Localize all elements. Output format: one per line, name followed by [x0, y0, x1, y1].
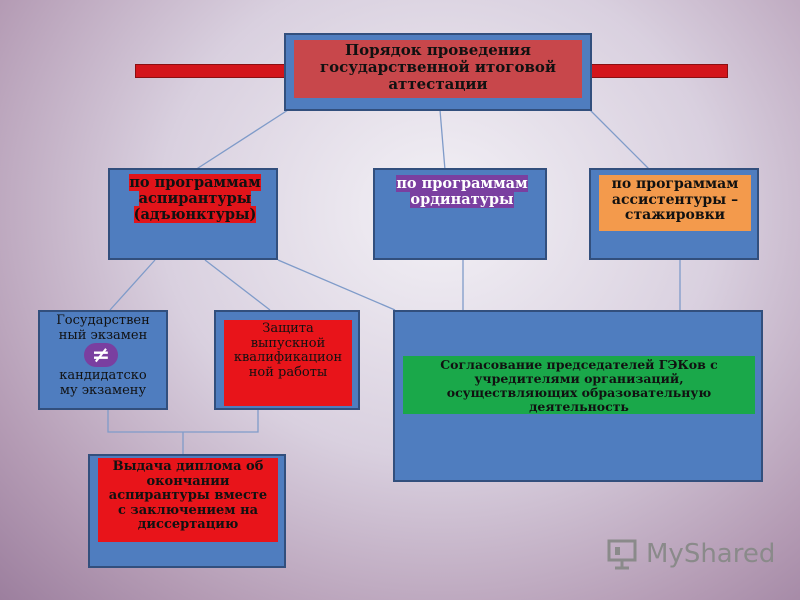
step-defense-line-1: Защита [262, 321, 314, 336]
branch-aspirantura-line-1: по программам [129, 174, 261, 191]
watermark-text: MyShared [646, 539, 776, 569]
title-line-2: государственной итоговой [319, 57, 556, 76]
branch-assistentura-line-1: по программам [611, 176, 739, 192]
branch-assistentura-label: по программам ассистентуры – стажировки [599, 175, 751, 231]
connector-exam-defense-bracket [107, 410, 259, 433]
branch-assistentura-line-3: стажировки [624, 207, 726, 224]
title-label: Порядок проведения государственной итого… [294, 40, 582, 98]
branch-aspirantura-label: по программам аспирантуры (адъюнктуры) [122, 174, 268, 224]
step-diploma-box: Выдача диплома об окончании аспирантуры … [88, 454, 286, 568]
title-box: Порядок проведения государственной итого… [284, 33, 592, 111]
presentation-board-icon [607, 539, 637, 570]
step-approval-box: Согласование председателей ГЭКов с учред… [393, 310, 763, 482]
step-exam-line-4: му экзамену [59, 382, 147, 398]
step-diploma-line-4: с заключением на [117, 502, 259, 518]
step-exam-line-1: Государствен [56, 313, 150, 328]
step-diploma-line-1: Выдача диплома об [112, 459, 264, 474]
branch-ordinatura-line-2: ординатуры [410, 191, 514, 209]
step-defense-box: Защита выпускной квалификацион ной работ… [214, 310, 360, 410]
title-line-1: Порядок проведения [345, 41, 531, 59]
branch-ordinatura-line-1: по программам [396, 175, 528, 192]
branch-ordinatura-label: по программам ординатуры [383, 175, 541, 209]
branch-ordinatura-box: по программам ординатуры [373, 168, 547, 260]
step-approval-line-4: деятельность [529, 399, 629, 414]
step-exam-box: Государствен ный экзамен ≠ кандидатско м… [38, 310, 168, 410]
watermark-logo: MyShared [606, 537, 775, 571]
step-diploma-line-3: аспирантуры вместе [108, 488, 268, 504]
accent-bar-left [135, 64, 290, 78]
step-approval-line-2: учредителями организаций, [474, 371, 684, 386]
not-equal-icon: ≠ [84, 343, 118, 368]
step-diploma-line-5: диссертацию [137, 517, 239, 533]
step-defense-line-4: ной работы [248, 364, 328, 380]
step-approval-line-3: осуществляющих образовательную [446, 385, 712, 400]
connector-title-ordinatura [439, 109, 446, 171]
step-exam-line-2: ный экзамен [58, 327, 148, 343]
connector-aspirantura-defense [204, 259, 271, 311]
branch-assistentura-box: по программам ассистентуры – стажировки [589, 168, 759, 260]
title-line-3: аттестации [388, 74, 488, 93]
branch-aspirantura-line-2: аспирантуры [138, 190, 252, 208]
connector-aspirantura-exam [109, 259, 156, 311]
step-approval-label: Согласование председателей ГЭКов с учред… [403, 356, 755, 414]
step-exam-label: Государствен ный экзамен ≠ кандидатско м… [40, 313, 166, 398]
branch-assistentura-line-2: ассистентуры – [611, 191, 739, 208]
step-diploma-label: Выдача диплома об окончании аспирантуры … [98, 458, 278, 542]
branch-aspirantura-box: по программам аспирантуры (адъюнктуры) [108, 168, 278, 260]
step-exam-line-3: кандидатско [59, 368, 147, 384]
step-approval-line-1: Согласование председателей ГЭКов с [440, 357, 718, 372]
accent-bar-right [590, 64, 728, 78]
branch-aspirantura-line-3: (адъюнктуры) [133, 206, 257, 224]
connector-title-aspirantura [194, 109, 289, 171]
step-diploma-line-2: окончании [146, 473, 230, 489]
step-defense-line-2: выпускной [250, 335, 326, 351]
step-defense-line-3: квалификацион [233, 350, 343, 366]
step-defense-label: Защита выпускной квалификацион ной работ… [224, 320, 352, 406]
connector-aspirantura-approval [277, 259, 396, 311]
connector-title-assistentura [589, 109, 651, 171]
